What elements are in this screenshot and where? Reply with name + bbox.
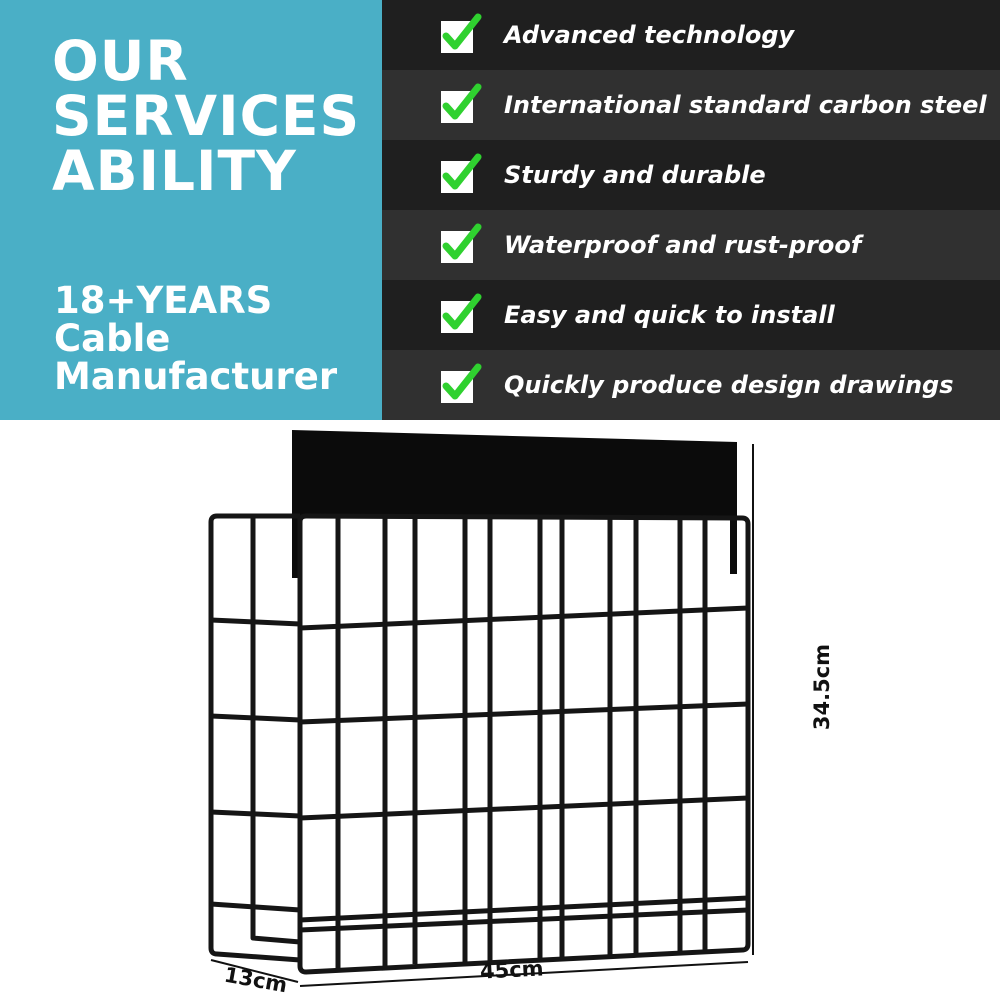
feature-label: International standard carbon steel [504, 91, 987, 119]
feature-label: Easy and quick to install [504, 301, 835, 329]
headline-line-2: SERVICES [52, 84, 361, 148]
product-view: 34.5cm 45cm 13cm [0, 420, 1000, 1000]
headline-line-1: OUR [52, 29, 189, 93]
checkmark-icon [441, 83, 482, 123]
feature-item: Easy and quick to install [382, 280, 1000, 350]
feature-item: International standard carbon steel [382, 70, 1000, 140]
feature-list: Advanced technology International standa… [382, 0, 1000, 420]
services-headline: OUR SERVICES ABILITY [52, 34, 360, 199]
back-panel [292, 430, 737, 578]
feature-label: Advanced technology [504, 21, 795, 49]
services-panel: OUR SERVICES ABILITY 18+YEARS Cable Manu… [0, 0, 382, 420]
feature-label: Waterproof and rust-proof [504, 231, 862, 259]
checkmark-icon [441, 153, 482, 193]
wire-basket-illustration [208, 430, 754, 987]
checkmark-icon [441, 363, 482, 403]
feature-label: Quickly produce design drawings [504, 371, 954, 399]
width-dimension: 45cm [479, 956, 545, 984]
feature-item: Advanced technology [382, 0, 1000, 70]
headline-line-3: ABILITY [52, 139, 297, 203]
feature-item: Quickly produce design drawings [382, 350, 1000, 420]
experience-line-1: 18+YEARS [54, 279, 273, 322]
checkmark-icon [441, 293, 482, 333]
feature-label: Sturdy and durable [504, 161, 766, 189]
experience-line-3: Manufacturer [54, 355, 338, 398]
checkmark-icon [441, 223, 482, 263]
feature-item: Sturdy and durable [382, 140, 1000, 210]
feature-item: Waterproof and rust-proof [382, 210, 1000, 280]
services-banner: OUR SERVICES ABILITY 18+YEARS Cable Manu… [0, 0, 1000, 420]
experience-line-2: Cable [54, 317, 171, 360]
height-dimension: 34.5cm [810, 643, 834, 731]
checkmark-icon [441, 13, 482, 53]
experience-text: 18+YEARS Cable Manufacturer [54, 282, 337, 396]
